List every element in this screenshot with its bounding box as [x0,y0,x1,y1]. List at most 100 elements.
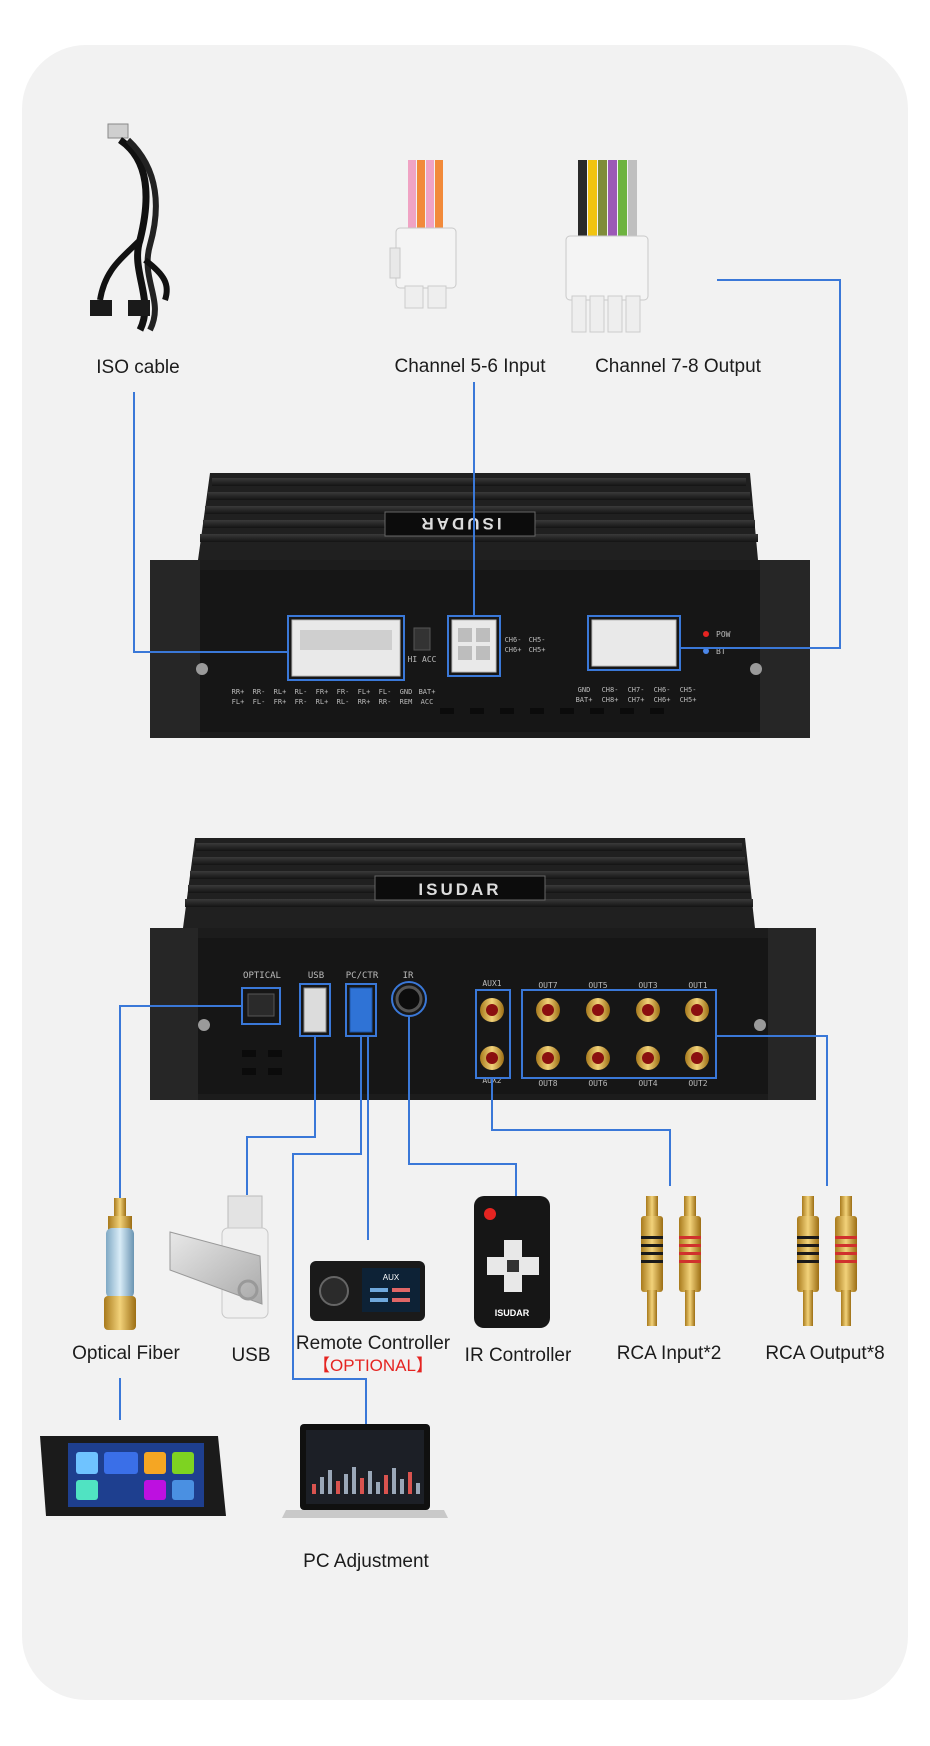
output-pin-label: CH6+ [654,696,671,704]
rca-jack-center [486,1052,498,1064]
rca-output-label-top: OUT5 [588,981,607,990]
rca-output-label-bottom: OUT6 [588,1079,607,1088]
eq-bar [368,1471,372,1494]
rca-output-label-bottom: OUT2 [688,1079,707,1088]
eq-bar [400,1479,404,1494]
eq-bar [344,1474,348,1494]
head-unit-image [40,1436,226,1516]
rca-plug-tip [802,1196,814,1218]
rca-plug-ring [641,1244,663,1247]
ch56-pin-label: CH5+ [529,646,546,654]
rca-jack-center [592,1052,604,1064]
rca-plug-ring [679,1244,701,1247]
rca-jack-center [592,1004,604,1016]
output-pin-label: BAT+ [576,696,593,704]
eq-bar [328,1470,332,1494]
rca-plug-ring [679,1252,701,1255]
rca-plug-ring [641,1260,663,1263]
rca-plug-ring [797,1244,819,1247]
port-label-aux1: AUX1 [482,979,501,988]
iso-pin-label: RL+ [316,698,329,706]
output-pin-label: CH6- [654,686,671,694]
iso-pin-label: ACC [421,698,434,706]
ir-remote-image: ISUDAR [474,1196,550,1328]
port-label-pc-ctr: PC/CTR [346,971,379,981]
rca-plug-ring [641,1252,663,1255]
ch78-output-plug-image [565,160,649,333]
iso-pin-label: RR+ [358,698,371,706]
rca-plug-ring [797,1236,819,1239]
rca-plug-ring [835,1252,857,1255]
eq-bar [392,1468,396,1494]
output-pin-label: CH5+ [680,696,697,704]
iso-pin-label: FR+ [316,688,329,696]
rca-input-label: RCA Input*2 [616,1343,722,1364]
rca-jacks [480,998,709,1070]
ch56-input-plug-image [389,160,457,309]
iso-pin-label: FR- [337,688,350,696]
iso-cable-image [90,123,170,332]
ir-remote-brand: ISUDAR [495,1308,530,1318]
rca-jack-center [691,1004,703,1016]
rca-jack-center [542,1052,554,1064]
iso-pin-label: RL- [337,698,350,706]
output-pin-label: CH7- [628,686,645,694]
vent-slots [440,708,664,714]
rca-plug-ring [797,1252,819,1255]
rca-input-plugs-image [641,1196,701,1326]
ch56-pin-labels: CH6-CH5-CH6+CH5+ [505,636,546,654]
led-bt-label: BT [716,647,726,656]
rca-plug-tip [840,1196,852,1218]
rca-output-label: RCA Output*8 [765,1343,885,1364]
iso-pin-label: FR+ [274,698,287,706]
eq-bar [360,1478,364,1494]
ch56-pin-label: CH5- [529,636,546,644]
amp-top-brand: ISUDAR [418,514,501,533]
iso-pin-label: FL- [379,688,392,696]
port-label-optical: OPTICAL [243,971,281,981]
connection-lines [119,279,841,1424]
rca-plug-ring [679,1260,701,1263]
ch56-pin-label: CH6- [505,636,522,644]
rca-plug-tip [646,1196,658,1218]
rca-jack-center [486,1004,498,1016]
rca-jack-center [691,1052,703,1064]
iso-pin-label: RR+ [232,688,245,696]
rca-output-label-top: OUT3 [638,981,657,990]
rca-output-plugs-image [797,1196,857,1326]
rca-output-label-top: OUT7 [538,981,557,990]
iso-pin-label: GND [400,688,413,696]
eq-bar [312,1484,316,1494]
remote-controller-title: Remote Controller [295,1333,451,1354]
eq-bar [408,1472,412,1494]
eq-bar [320,1477,324,1494]
rca-plug-tip [684,1196,696,1218]
pc-adjustment-label: PC Adjustment [303,1551,429,1572]
amplifier-top-view: ISUDAR HI ACC POW BT RR+RR-RL+RL-FR+FR-F… [150,473,810,738]
ch56-input-label: Channel 5-6 Input [394,356,546,377]
rca-plug-ring [835,1236,857,1239]
iso-cable-label: ISO cable [96,357,180,378]
iso-pin-label: RL+ [274,688,287,696]
ir-controller-label: IR Controller [464,1345,572,1366]
iso-pin-label: FL+ [358,688,371,696]
iso-pin-label: FL- [253,698,266,706]
eq-bar [336,1481,340,1494]
usb-stick-image [169,1195,269,1319]
rca-plug-pin [647,1290,657,1326]
rca-jack-center [642,1052,654,1064]
optional-tag: 【OPTIONAL】 [313,1356,433,1375]
eq-display [312,1467,420,1494]
amp-bottom-brand: ISUDAR [418,880,501,899]
iso-pin-label: RL- [295,688,308,696]
switch-label: HI ACC [408,655,437,664]
led-pow-label: POW [716,630,731,639]
rca-plug-pin [841,1290,851,1326]
eq-bar [416,1483,420,1494]
eq-bar [384,1475,388,1494]
output-pin-label: CH5- [680,686,697,694]
remote-screen-title: AUX [383,1273,400,1282]
